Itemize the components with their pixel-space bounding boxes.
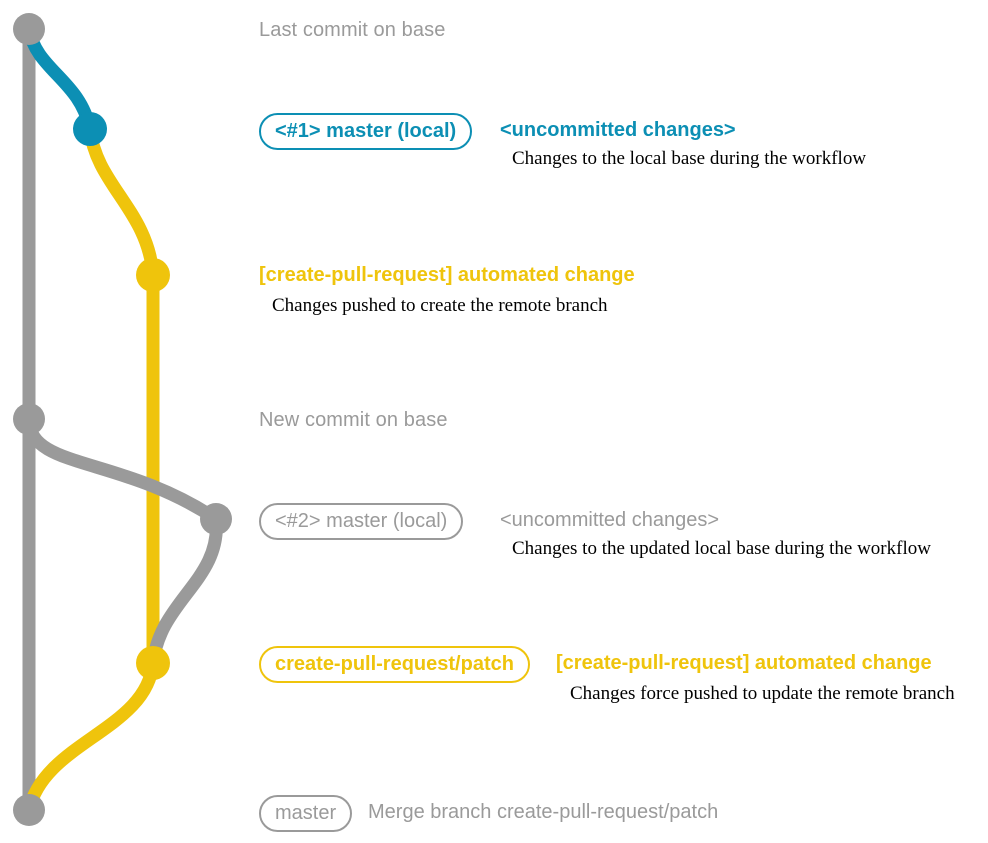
commit-note-local-1: Changes to the local base during the wor… <box>512 148 867 169</box>
commit-subject-last-commit-on-base: Last commit on base <box>259 19 446 41</box>
commit-node-merge-commit[interactable] <box>13 794 45 826</box>
commit-node-automated-change-1[interactable] <box>136 258 170 292</box>
commit-node-local-1[interactable] <box>73 112 107 146</box>
commit-subject-automated-change-2: [create-pull-request] automated change <box>556 652 932 674</box>
commit-node-new-commit-on-base[interactable] <box>13 403 45 435</box>
edge-patch-2-to-merge <box>22 656 160 817</box>
commit-node-last-commit-on-base[interactable] <box>13 13 45 45</box>
commit-subject-local-1: <uncommitted changes> <box>500 119 736 141</box>
edge-local-2-to-patch-2 <box>146 512 223 670</box>
commit-subject-local-2: <uncommitted changes> <box>500 509 720 531</box>
branch-pill-master-local-2[interactable]: <#2> master (local) <box>259 503 464 540</box>
edge-base-to-local-2 <box>22 412 223 526</box>
branch-pill-create-pull-request-patch[interactable]: create-pull-request/patch <box>259 646 530 683</box>
branch-pill-master[interactable]: master <box>259 795 353 832</box>
commit-note-local-2: Changes to the updated local base during… <box>512 538 931 559</box>
commit-subject-automated-change-1: [create-pull-request] automated change <box>259 264 635 286</box>
commit-note-automated-change-2: Changes force pushed to update the remot… <box>570 683 955 704</box>
edge-local-1-to-patch-1 <box>83 122 160 282</box>
commit-node-automated-change-2[interactable] <box>136 646 170 680</box>
commit-node-local-2[interactable] <box>200 503 232 535</box>
commit-subject-merge-commit: Merge branch create-pull-request/patch <box>368 801 719 823</box>
commit-subject-new-commit-on-base: New commit on base <box>259 409 448 431</box>
commit-note-automated-change-1: Changes pushed to create the remote bran… <box>272 295 608 316</box>
branch-pill-master-local-1[interactable]: <#1> master (local) <box>259 113 473 150</box>
